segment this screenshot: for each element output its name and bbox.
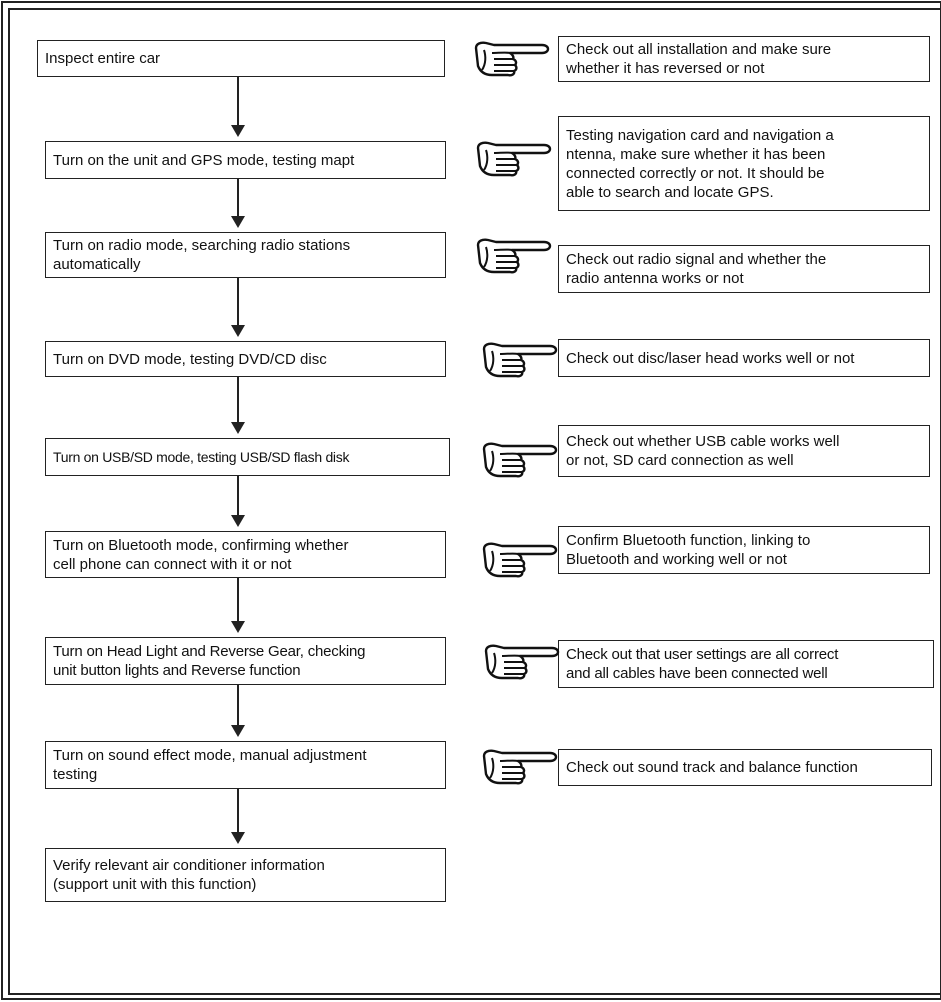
- pointing-hand-icon: [480, 748, 558, 785]
- note-sound-track: Check out sound track and balance functi…: [558, 749, 932, 786]
- pointing-hand-icon: [474, 140, 552, 177]
- step-usb-sd-mode: Turn on USB/SD mode, testing USB/SD flas…: [45, 438, 450, 476]
- note-navigation: Testing navigation card and navigation a…: [558, 116, 930, 211]
- down-arrow-icon: [231, 476, 245, 527]
- pointing-hand-icon: [472, 40, 550, 77]
- down-arrow-icon: [231, 377, 245, 434]
- step-bluetooth-mode: Turn on Bluetooth mode, confirming wheth…: [45, 531, 446, 578]
- step-air-conditioner: Verify relevant air conditioner informat…: [45, 848, 446, 902]
- pointing-hand-icon: [482, 643, 560, 680]
- inner-frame: [8, 8, 941, 995]
- note-usb-sd: Check out whether USB cable works well o…: [558, 425, 930, 477]
- step-gps-mode: Turn on the unit and GPS mode, testing m…: [45, 141, 446, 179]
- note-disc-laser: Check out disc/laser head works well or …: [558, 339, 930, 377]
- step-radio-mode: Turn on radio mode, searching radio stat…: [45, 232, 446, 278]
- pointing-hand-icon: [480, 441, 558, 478]
- step-inspect-car: Inspect entire car: [37, 40, 445, 77]
- step-dvd-mode: Turn on DVD mode, testing DVD/CD disc: [45, 341, 446, 377]
- step-head-light-reverse: Turn on Head Light and Reverse Gear, che…: [45, 637, 446, 685]
- note-installation: Check out all installation and make sure…: [558, 36, 930, 82]
- note-radio-signal: Check out radio signal and whether the r…: [558, 245, 930, 293]
- down-arrow-icon: [231, 278, 245, 337]
- pointing-hand-icon: [480, 341, 558, 378]
- down-arrow-icon: [231, 578, 245, 633]
- pointing-hand-icon: [480, 541, 558, 578]
- step-sound-effect: Turn on sound effect mode, manual adjust…: [45, 741, 446, 789]
- down-arrow-icon: [231, 789, 245, 844]
- down-arrow-icon: [231, 179, 245, 228]
- down-arrow-icon: [231, 77, 245, 137]
- note-bluetooth: Confirm Bluetooth function, linking to B…: [558, 526, 930, 574]
- down-arrow-icon: [231, 685, 245, 737]
- note-user-settings: Check out that user settings are all cor…: [558, 640, 934, 688]
- pointing-hand-icon: [474, 237, 552, 274]
